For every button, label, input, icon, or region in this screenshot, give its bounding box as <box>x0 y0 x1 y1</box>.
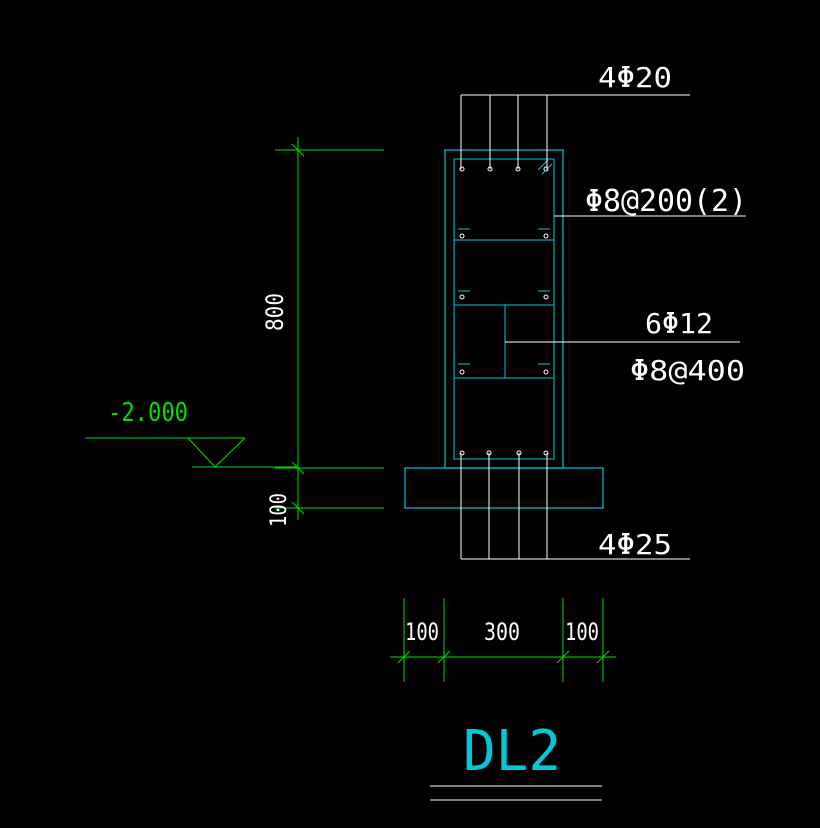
side-rebar-dot <box>459 233 465 239</box>
tick <box>556 650 570 664</box>
stirrup-tie-label: Φ8@400 <box>630 354 745 387</box>
beam-height-dim: 800 <box>261 293 289 331</box>
stirrup-hook <box>537 159 549 171</box>
right-offset-dim: 100 <box>565 618 599 646</box>
top-bars-label: 4Φ20 <box>598 61 672 94</box>
bottom-bars-label: 4Φ25 <box>598 528 672 561</box>
rebar-dots <box>459 166 549 456</box>
tick <box>291 501 305 515</box>
left-offset-dim: 100 <box>405 618 439 646</box>
tick <box>596 650 610 664</box>
side-rebar-dot <box>543 294 549 300</box>
tick <box>291 143 305 157</box>
drawing-title: DL2 <box>463 719 561 784</box>
horizontal-dim-labels: 100 300 100 <box>405 618 599 646</box>
bottom-rebar-dot <box>543 450 549 456</box>
bottom-rebar-dot <box>459 450 465 456</box>
tick <box>397 650 411 664</box>
side-rebar-dot <box>543 233 549 239</box>
labels: 4Φ20 Φ8@200(2) 6Φ12 Φ8@400 4Φ25 <box>585 61 747 561</box>
side-rebar-dot <box>543 369 549 375</box>
side-bars-label: 6Φ12 <box>645 307 713 340</box>
tick <box>437 650 451 664</box>
stirrup-main-label: Φ8@200(2) <box>585 184 747 219</box>
cushion-height-dim: 100 <box>267 493 292 527</box>
top-rebar-dot <box>543 166 549 172</box>
leader-lines <box>460 94 746 560</box>
stirrup-outline <box>453 158 555 460</box>
vertical-dimensions <box>275 137 384 520</box>
beam-width-dim: 300 <box>484 618 520 646</box>
beam-section <box>404 149 604 509</box>
beam-outline <box>444 149 564 469</box>
side-rebar-dot <box>459 294 465 300</box>
cushion-layer <box>404 467 604 509</box>
horizontal-dimensions <box>390 598 616 682</box>
elevation-label: -2.000 <box>108 398 188 428</box>
side-rebar-dot <box>459 369 465 375</box>
elevation-marker <box>85 437 298 468</box>
elevation-triangle <box>187 437 246 468</box>
top-rebar-dot <box>459 166 465 172</box>
tick <box>291 461 305 475</box>
